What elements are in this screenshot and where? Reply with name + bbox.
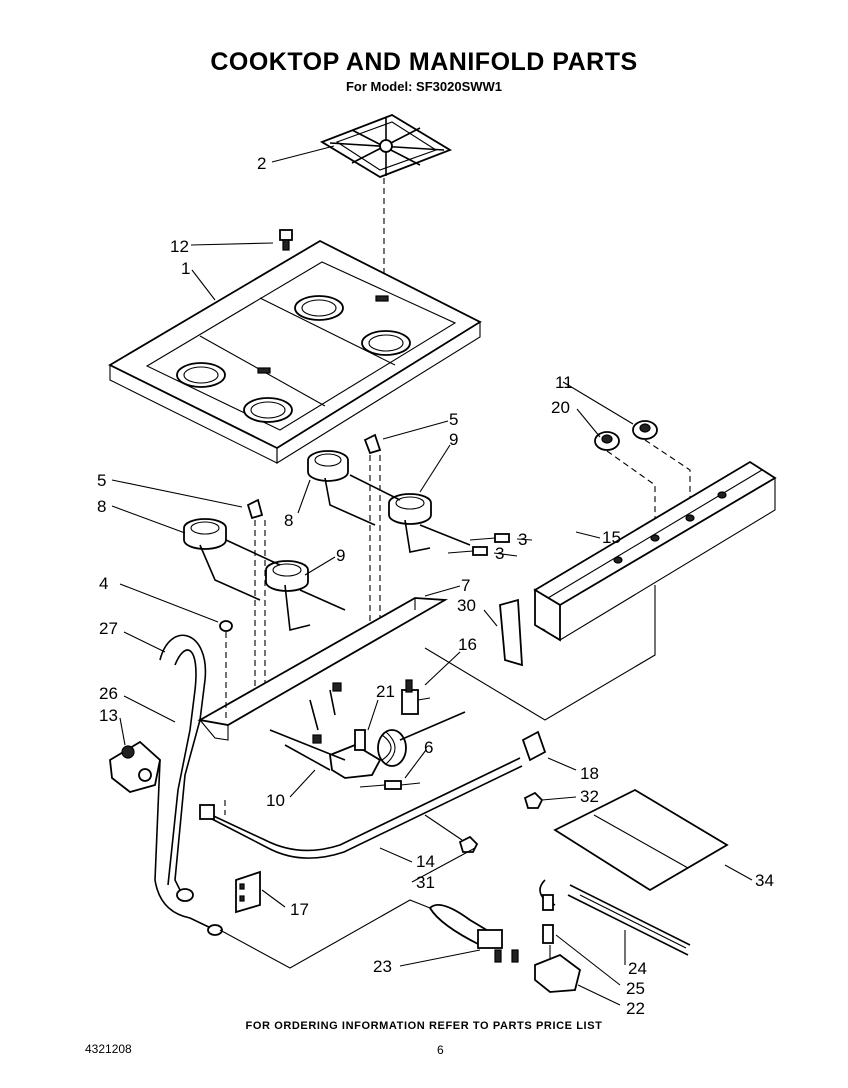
callout-1: 1 <box>181 259 190 278</box>
manifold-panel <box>533 460 777 642</box>
manifold-box-outline <box>424 585 656 721</box>
callout-24: 24 <box>628 959 647 978</box>
clip-5-left <box>246 498 264 520</box>
oven-valve <box>269 682 466 779</box>
igniter-wire <box>154 759 216 931</box>
callout-4: 4 <box>99 574 108 593</box>
igniter-23 <box>428 904 519 963</box>
callout-16: 16 <box>458 635 477 654</box>
broil-wire <box>219 899 431 969</box>
gas-tube-26 <box>167 649 197 886</box>
knob-11 <box>632 420 658 440</box>
tube-fitting <box>176 888 194 902</box>
callout-30: 30 <box>457 596 476 615</box>
callout-31: 31 <box>416 873 435 892</box>
wire-connector <box>207 924 223 936</box>
callout-10: 10 <box>266 791 285 810</box>
callout-20: 20 <box>551 398 570 417</box>
callout-34: 34 <box>755 871 774 890</box>
burner-left-front <box>183 518 227 550</box>
callout-15: 15 <box>602 528 621 547</box>
callout-labels: 2 12 1 11 20 5 9 5 8 8 9 3 3 15 4 7 30 2… <box>97 154 774 1018</box>
cooktop-panel <box>108 239 482 464</box>
leader-lines <box>111 145 753 1006</box>
callout-6: 6 <box>424 738 433 757</box>
callout-22: 22 <box>626 999 645 1018</box>
burner-support-rail <box>197 597 449 741</box>
callout-11: 11 <box>555 373 573 392</box>
burner-left-rear <box>265 560 309 592</box>
bolt-32 <box>523 791 544 809</box>
manifold-tube <box>199 730 547 859</box>
callout-5-upper: 5 <box>449 410 458 429</box>
pressure-regulator <box>109 740 161 793</box>
callout-7: 7 <box>461 576 470 595</box>
knob-20 <box>594 431 620 451</box>
bracket-17 <box>235 870 261 914</box>
burner-right-front <box>307 450 349 482</box>
bracket-30 <box>499 598 523 667</box>
page-number: 6 <box>437 1043 444 1057</box>
gas-tube-27 <box>159 634 207 901</box>
nut-4 <box>219 620 233 632</box>
callout-8-right: 8 <box>284 511 293 530</box>
burner-grate <box>319 114 453 178</box>
model-subtitle: For Model: SF3020SWW1 <box>345 79 503 94</box>
callout-2: 2 <box>257 154 266 173</box>
callout-32: 32 <box>580 787 599 806</box>
burner-right-rear <box>388 493 432 525</box>
burner-alignment-lines <box>254 455 381 700</box>
cooktop-screw <box>279 229 293 251</box>
callout-5-left: 5 <box>97 471 106 490</box>
callout-13: 13 <box>99 706 118 725</box>
ordering-note: FOR ORDERING INFORMATION REFER TO PARTS … <box>245 1020 603 1032</box>
callout-12: 12 <box>170 237 189 256</box>
callout-26: 26 <box>99 684 118 703</box>
orifice-hoods <box>447 533 510 556</box>
callout-21: 21 <box>376 682 395 701</box>
callout-9-lower: 9 <box>336 546 345 565</box>
callout-18: 18 <box>580 764 599 783</box>
callout-27: 27 <box>99 619 118 638</box>
page-title: COOKTOP AND MANIFOLD PARTS <box>210 48 638 76</box>
callout-3-lower: 3 <box>495 544 504 563</box>
callout-17: 17 <box>290 900 309 919</box>
burner-tubes-left <box>199 539 346 631</box>
callout-14: 14 <box>416 852 435 871</box>
broil-burner <box>534 879 691 993</box>
bolt-31 <box>458 835 479 853</box>
clip-5-right <box>363 433 382 455</box>
document-number: 4321208 <box>85 1042 132 1056</box>
callout-25: 25 <box>626 979 645 998</box>
fitting-6 <box>359 780 421 790</box>
callout-8-left: 8 <box>97 497 106 516</box>
igniter-switch <box>401 679 431 715</box>
heat-shield <box>553 788 729 892</box>
callout-9-upper: 9 <box>449 430 458 449</box>
burner-tubes-right <box>324 474 471 553</box>
callout-23: 23 <box>373 957 392 976</box>
callout-3-upper: 3 <box>518 530 527 549</box>
